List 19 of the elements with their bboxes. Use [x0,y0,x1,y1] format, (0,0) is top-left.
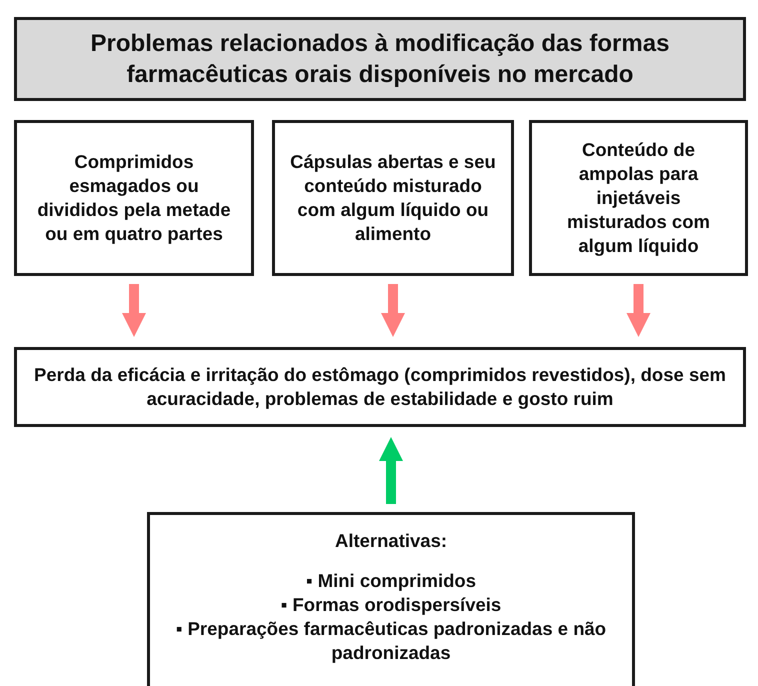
process-box [272,120,514,276]
process-box [14,120,254,276]
box-text: Problemas relacionados à modificação das formas farmacêuticas orais disponíveis no mercado [90,28,670,90]
box-text: Conteúdo de ampolas para injetáveis misturados com algum líquido [566,138,711,258]
process-box [529,120,748,276]
title-box [14,17,746,101]
arrow [122,284,146,337]
outcome-box [14,347,746,427]
box-text: Comprimidos esmagados ou divididos pela metade ou em quatro partes [36,150,232,246]
box-text: Cápsulas abertas e seu conteúdo misturado com algum líquido ou alimento [289,150,497,246]
list-item: ▪ Formas orodispersíveis [280,593,502,618]
list-item: ▪ Mini comprimidos [306,569,476,594]
box-text: Perda da eficácia e irritação do estômago (comprimidos revestidos), dose sem acuracidade, problemas de estabilidade e gosto ruim [33,362,727,411]
arrow [626,284,650,337]
alternatives-box [147,512,635,686]
box-heading: Alternativas: [334,529,448,553]
arrow [381,284,405,337]
arrow [379,437,403,504]
list-item: ▪ Preparações farmacêuticas padronizadas e não padronizadas [174,617,608,666]
